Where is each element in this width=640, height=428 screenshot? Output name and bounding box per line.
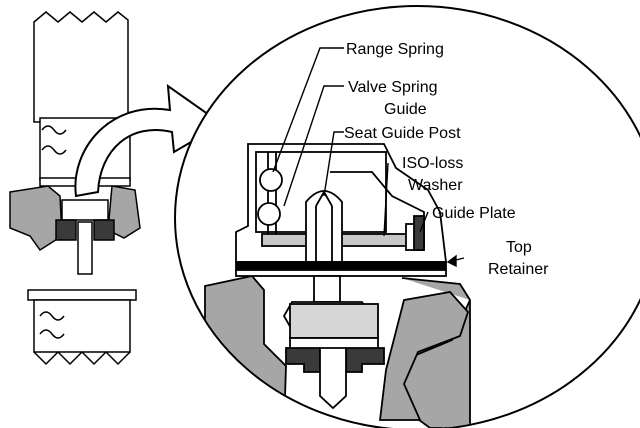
label-valve-spring-guide-2: Guide xyxy=(384,101,427,118)
small-bottom-torn-edge xyxy=(33,350,131,366)
label-iso-loss-2: Washer xyxy=(408,177,463,194)
label-iso-loss-1: ISO-loss xyxy=(402,155,463,172)
retainer-base xyxy=(235,269,447,277)
small-lower-spring xyxy=(39,311,65,339)
small-seat-right xyxy=(93,219,115,241)
seat-guide-post xyxy=(305,190,343,263)
range-spring-coil-upper xyxy=(259,168,283,192)
label-valve-spring-guide-1: Valve Spring xyxy=(348,79,438,96)
small-lower-plate xyxy=(27,289,137,301)
leader-top-retainer-arrowhead xyxy=(446,254,457,268)
valve-body-right-lower xyxy=(378,291,470,421)
stem-lower xyxy=(319,347,347,410)
leader-lines xyxy=(272,47,465,268)
magnify-arrow xyxy=(74,83,224,198)
small-seat-left xyxy=(55,219,77,241)
range-spring-coil-lower xyxy=(257,202,281,226)
leader-guide-plate xyxy=(419,211,429,233)
leader-iso-loss xyxy=(383,162,389,237)
small-lower-housing xyxy=(33,299,131,353)
center-stem-upper xyxy=(313,275,341,303)
label-top-retainer-1: Top xyxy=(506,239,532,256)
small-upper-housing xyxy=(33,11,129,123)
label-range-spring: Range Spring xyxy=(346,41,444,58)
small-stem xyxy=(77,221,93,275)
leader-valve-spring-guide xyxy=(283,85,344,207)
iso-pad xyxy=(289,303,379,339)
leader-seat-guide-post xyxy=(323,131,344,197)
leader-range-spring xyxy=(272,47,344,173)
small-assembly-view xyxy=(9,11,141,366)
guide-plate-dark xyxy=(413,215,425,251)
small-spring-coils xyxy=(41,125,67,155)
label-top-retainer-2: Retainer xyxy=(488,261,549,278)
label-seat-guide-post: Seat Guide Post xyxy=(344,125,461,142)
label-guide-plate: Guide Plate xyxy=(432,205,516,222)
small-nut xyxy=(61,199,109,221)
top-retainer xyxy=(235,261,447,271)
small-diaphragm-body xyxy=(9,185,63,252)
